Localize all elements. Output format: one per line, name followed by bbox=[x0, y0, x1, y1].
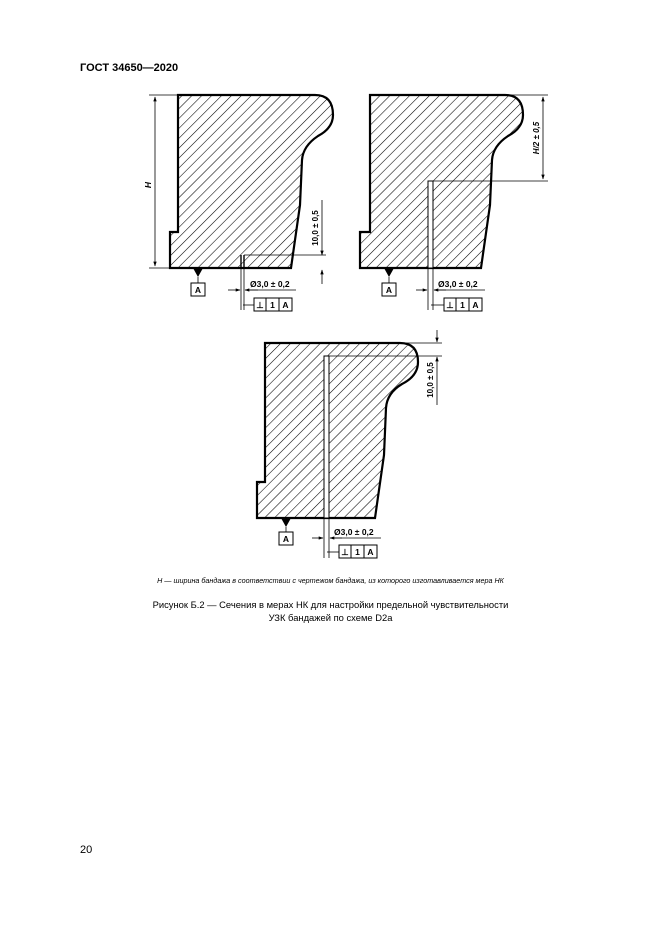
datum-a-2: A bbox=[386, 285, 392, 295]
section-1 bbox=[149, 93, 335, 312]
tol-sym-1: ⊥ bbox=[256, 300, 264, 310]
dim-dia-label-2: Ø3,0 ± 0,2 bbox=[438, 279, 478, 289]
tol-sym-3: ⊥ bbox=[341, 547, 349, 557]
section-2 bbox=[358, 93, 548, 312]
tol-ref-2: A bbox=[472, 300, 478, 310]
dim-h-label: H bbox=[143, 181, 153, 188]
figure-caption: Рисунок Б.2 — Сечения в мерах НК для нас… bbox=[0, 598, 661, 624]
datum-a-3: A bbox=[283, 534, 289, 544]
datum-a-1: A bbox=[195, 285, 201, 295]
figure-note: H — ширина бандажа в соответствии с черт… bbox=[157, 576, 504, 585]
section-3 bbox=[255, 330, 442, 559]
tol-val-3: 1 bbox=[355, 547, 360, 557]
caption-line-2: УЗК бандажей по схеме D2a bbox=[268, 612, 393, 623]
dim-dia-label-3: Ø3,0 ± 0,2 bbox=[334, 527, 374, 537]
caption-line-1: Рисунок Б.2 — Сечения в мерах НК для нас… bbox=[152, 599, 509, 610]
tol-sym-2: ⊥ bbox=[446, 300, 454, 310]
dim-h2-label: H/2 ± 0,5 bbox=[532, 121, 541, 154]
tol-val-1: 1 bbox=[270, 300, 275, 310]
dim-10-label-3: 10,0 ± 0,5 bbox=[426, 362, 435, 398]
document-header: ГОСТ 34650—2020 bbox=[80, 62, 179, 74]
tol-val-2: 1 bbox=[460, 300, 465, 310]
tol-ref-3: A bbox=[367, 547, 373, 557]
tol-ref-1: A bbox=[282, 300, 288, 310]
dim-10-label-1: 10,0 ± 0,5 bbox=[311, 210, 320, 246]
dim-dia-label-1: Ø3,0 ± 0,2 bbox=[250, 279, 290, 289]
page-number: 20 bbox=[80, 844, 93, 856]
